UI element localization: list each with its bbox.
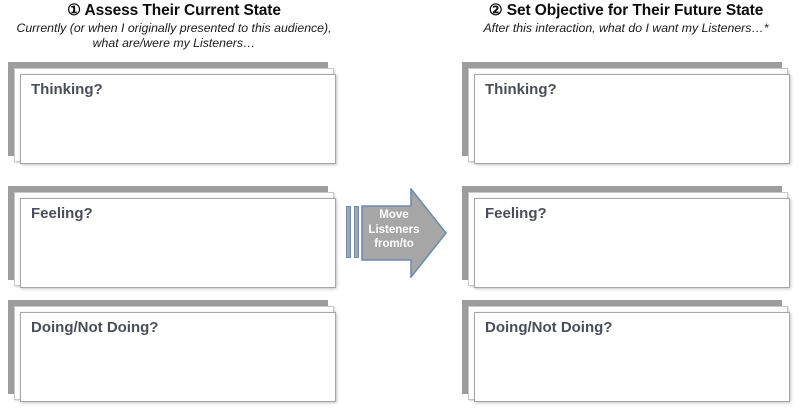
- card-surface[interactable]: Doing/Not Doing?: [474, 312, 790, 402]
- card-current-doing[interactable]: Doing/Not Doing?: [8, 300, 340, 406]
- card-current-thinking[interactable]: Thinking?: [8, 62, 340, 168]
- move-listeners-arrow: Move Listeners from/to: [345, 188, 447, 278]
- card-future-feeling[interactable]: Feeling?: [462, 186, 794, 292]
- card-surface[interactable]: Doing/Not Doing?: [20, 312, 336, 402]
- column-title-current-state: ① Assess Their Current State: [67, 2, 281, 19]
- card-surface[interactable]: Thinking?: [474, 74, 790, 164]
- card-label: Feeling?: [485, 205, 547, 222]
- card-label: Doing/Not Doing?: [31, 319, 159, 336]
- card-label: Doing/Not Doing?: [485, 319, 613, 336]
- arrow-motion-bar-icon: [346, 206, 351, 258]
- column-header-future-state: ② Set Objective for Their Future State A…: [452, 0, 800, 36]
- arrow-motion-bar-icon: [354, 206, 359, 258]
- right-arrow-icon: [361, 188, 447, 278]
- card-surface[interactable]: Feeling?: [20, 198, 336, 288]
- card-current-feeling[interactable]: Feeling?: [8, 186, 340, 292]
- column-header-current-state: ① Assess Their Current State Currently (…: [0, 0, 348, 51]
- card-surface[interactable]: Feeling?: [474, 198, 790, 288]
- column-title-future-state: ② Set Objective for Their Future State: [488, 2, 764, 19]
- card-future-thinking[interactable]: Thinking?: [462, 62, 794, 168]
- card-label: Feeling?: [31, 205, 93, 222]
- card-surface[interactable]: Thinking?: [20, 74, 336, 164]
- column-subtitle-future-state: After this interaction, what do I want m…: [483, 21, 769, 35]
- card-label: Thinking?: [485, 81, 557, 98]
- card-future-doing[interactable]: Doing/Not Doing?: [462, 300, 794, 406]
- column-subtitle-current-state: Currently (or when I originally presente…: [16, 21, 332, 50]
- card-label: Thinking?: [31, 81, 103, 98]
